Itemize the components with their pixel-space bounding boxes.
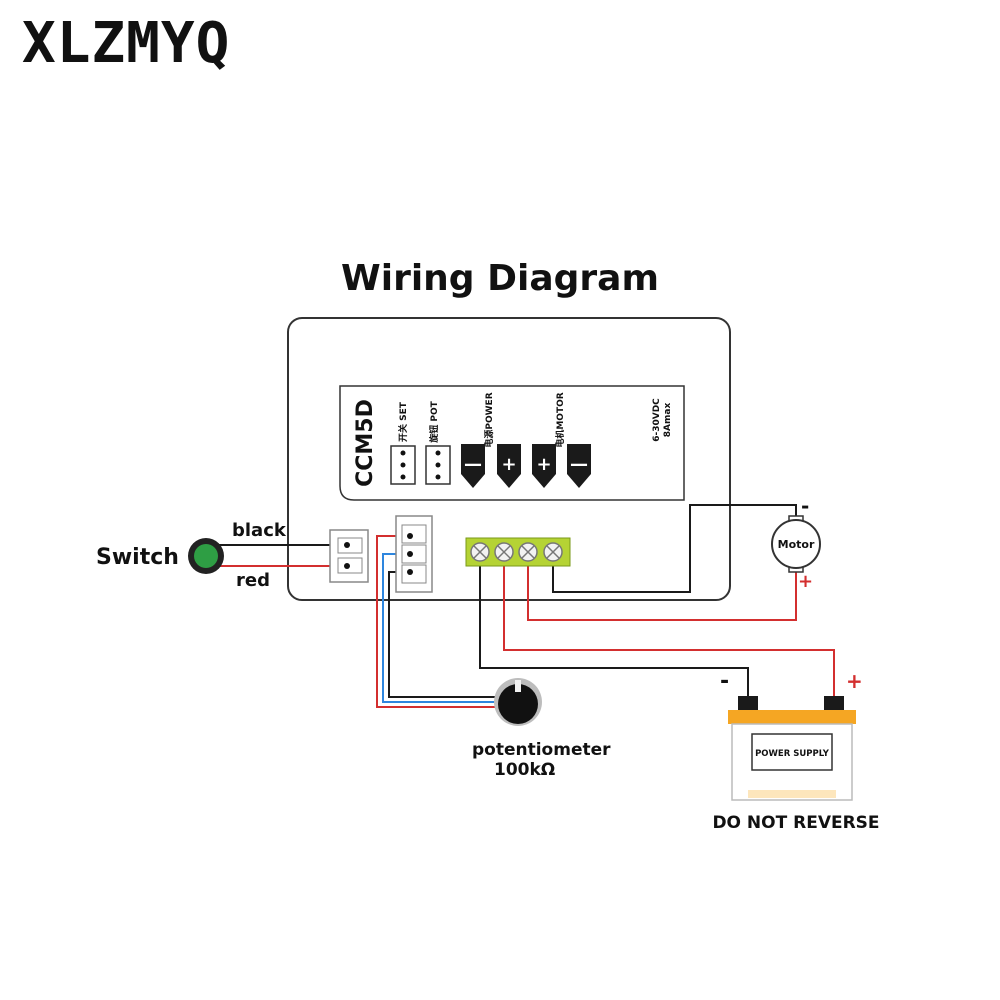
motor-plus-sign: +	[798, 571, 813, 592]
battery-icon	[728, 696, 856, 801]
module-model: CCM5D	[353, 399, 378, 487]
power-label: 电源POWER	[483, 392, 495, 447]
rating-current: 8Amax	[663, 403, 673, 438]
pot-panel-connector	[425, 445, 451, 485]
panel-terminal-motor-plus: +	[532, 444, 556, 488]
power-minus-wire	[479, 552, 749, 700]
svg-text:—: —	[570, 454, 588, 475]
motor-label: 电机MOTOR	[554, 392, 566, 447]
switch-button-icon	[188, 538, 224, 574]
motor-icon	[771, 515, 821, 573]
switch-wire-red-label: red	[236, 570, 270, 591]
power-plus-wire	[503, 552, 835, 700]
pot-wire-red	[376, 535, 496, 708]
battery-label: POWER SUPPLY	[755, 749, 830, 759]
potentiometer-value: 100kΩ	[494, 760, 555, 780]
motor-plus-wire	[527, 552, 797, 621]
panel-terminal-power-plus: +	[497, 444, 521, 488]
switch-wire-black-label: black	[232, 520, 287, 541]
battery-minus-sign: -	[720, 669, 729, 694]
rating-voltage: 6-30VDC	[652, 398, 662, 442]
battery-plus-sign: +	[846, 669, 863, 693]
screw-terminal-block	[465, 537, 571, 567]
pot-connector	[395, 515, 433, 593]
potentiometer-knob-icon	[494, 678, 542, 726]
panel-terminal-power-minus: —	[461, 444, 485, 488]
panel-terminal-motor-minus: —	[567, 444, 591, 488]
svg-text:—: —	[464, 454, 482, 475]
svg-text:+: +	[536, 454, 551, 475]
set-label: 开关 SET	[397, 401, 409, 442]
svg-text:+: +	[501, 454, 516, 475]
diagram-title: Wiring Diagram	[341, 258, 659, 299]
battery-warning: DO NOT REVERSE	[712, 813, 879, 833]
pot-label: 旋钮 POT	[428, 400, 440, 443]
set-panel-connector	[390, 445, 416, 485]
motor-minus-sign: -	[801, 494, 809, 518]
motor-label: Motor	[778, 538, 815, 551]
brand-logo-text: XLZMYQ	[22, 11, 231, 76]
switch-connector	[329, 529, 369, 583]
potentiometer-label: potentiometer	[472, 740, 611, 760]
motor-minus-wire	[552, 504, 797, 593]
switch-label: Switch	[96, 545, 179, 570]
